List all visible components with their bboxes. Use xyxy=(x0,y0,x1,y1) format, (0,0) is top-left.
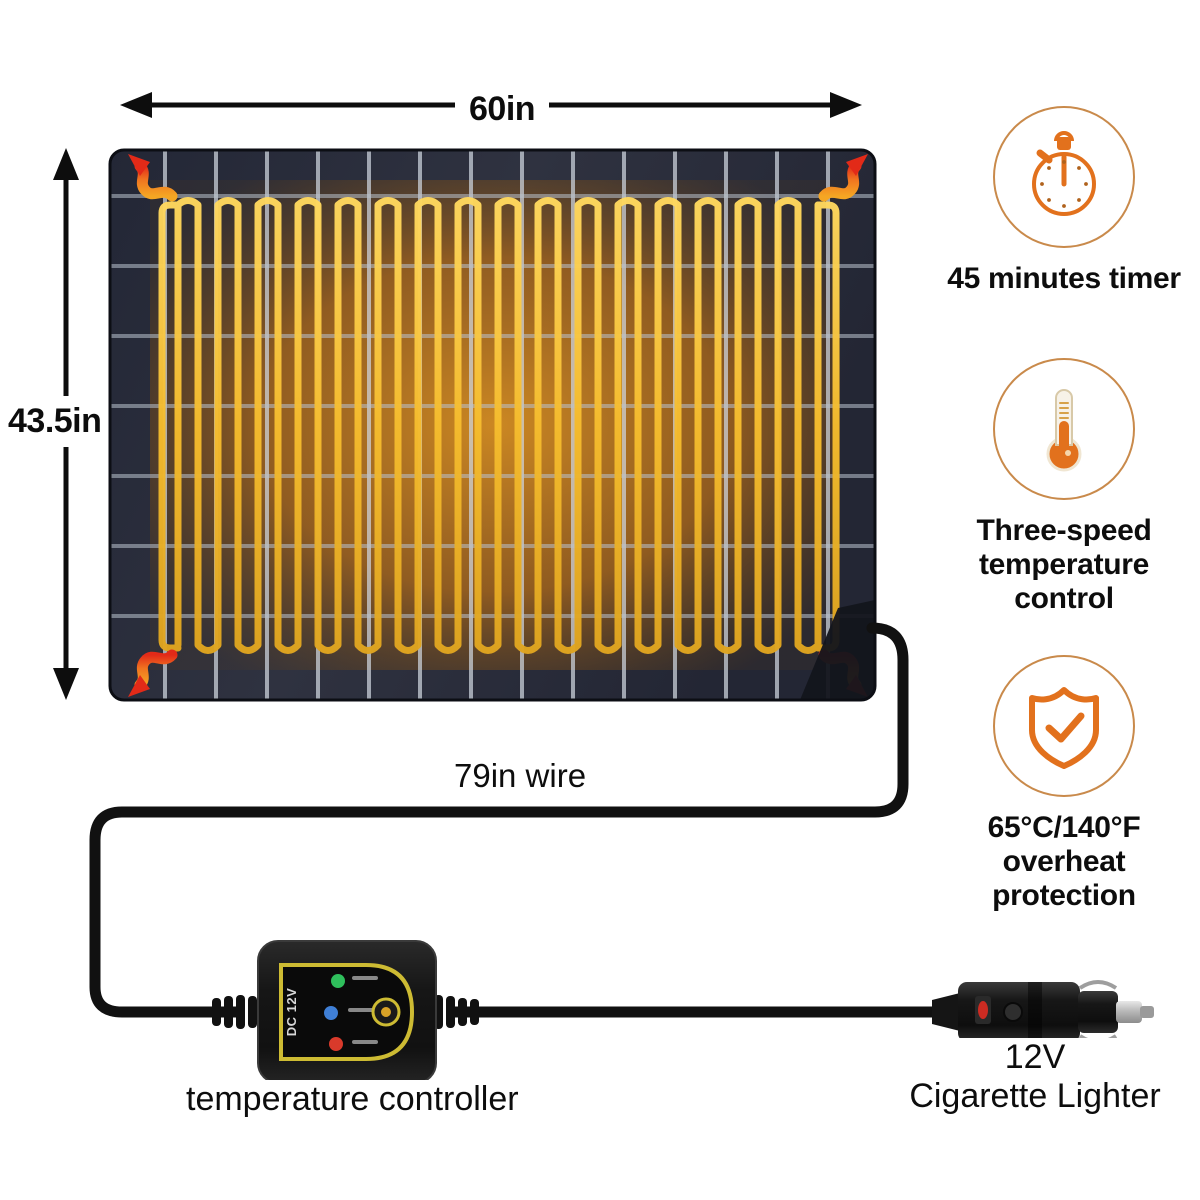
feature-caption-timer: 45 minutes timer xyxy=(928,262,1200,296)
feature-ring-shield xyxy=(993,655,1135,797)
cable-strain-relief-left xyxy=(212,995,257,1029)
feature-caption-temperature: Three-speed temperature control xyxy=(928,514,1200,616)
cable-strain-relief-right xyxy=(434,995,479,1029)
width-dimension-label: 60in xyxy=(455,90,550,129)
feature-caption-overheat: 65°C/140°F overheat protection xyxy=(928,811,1200,913)
feature-caption-timer-line1: 45 minutes timer xyxy=(947,262,1181,295)
heating-pad xyxy=(108,148,877,702)
wire-length-label: 79in wire xyxy=(444,757,597,795)
temperature-controller[interactable]: DC 12V xyxy=(257,940,437,1084)
plug-label-line1: 12V xyxy=(1004,1038,1066,1076)
feature-caption-overheat-line1: 65°C/140°F xyxy=(987,811,1141,844)
height-dimension-label: 43.5in xyxy=(4,396,106,447)
plug-label-line2: Cigarette Lighter xyxy=(909,1076,1161,1115)
led-low xyxy=(329,1037,343,1051)
feature-temperature-control: Three-speed temperature control xyxy=(928,358,1200,616)
pad-cable-exit-patch xyxy=(800,600,875,700)
thermometer-icon xyxy=(1046,389,1082,472)
temperature-controller-label: temperature controller xyxy=(186,1080,519,1119)
controller-panel-bezel xyxy=(279,963,415,1061)
feature-caption-temperature-line1: Three-speed xyxy=(976,514,1152,547)
power-cable xyxy=(89,622,946,1018)
plug-button xyxy=(1003,1002,1023,1022)
stopwatch-icon xyxy=(1032,131,1096,216)
feature-caption-temperature-line2: temperature control xyxy=(978,547,1150,615)
shield-check-icon xyxy=(1029,687,1099,769)
feature-caption-overheat-line2: overheat protection xyxy=(992,844,1136,912)
feature-ring-timer xyxy=(993,106,1135,248)
feature-timer: 45 minutes timer xyxy=(928,106,1200,296)
cigarette-lighter-plug[interactable] xyxy=(932,980,1154,1044)
led-high xyxy=(331,974,345,988)
led-medium xyxy=(324,1006,338,1020)
plug-label: 12V Cigarette Lighter xyxy=(880,1038,1190,1116)
controller-panel-text: DC 12V xyxy=(284,988,299,1037)
feature-ring-temperature xyxy=(993,358,1135,500)
feature-overheat-protection: 65°C/140°F overheat protection xyxy=(928,655,1200,913)
